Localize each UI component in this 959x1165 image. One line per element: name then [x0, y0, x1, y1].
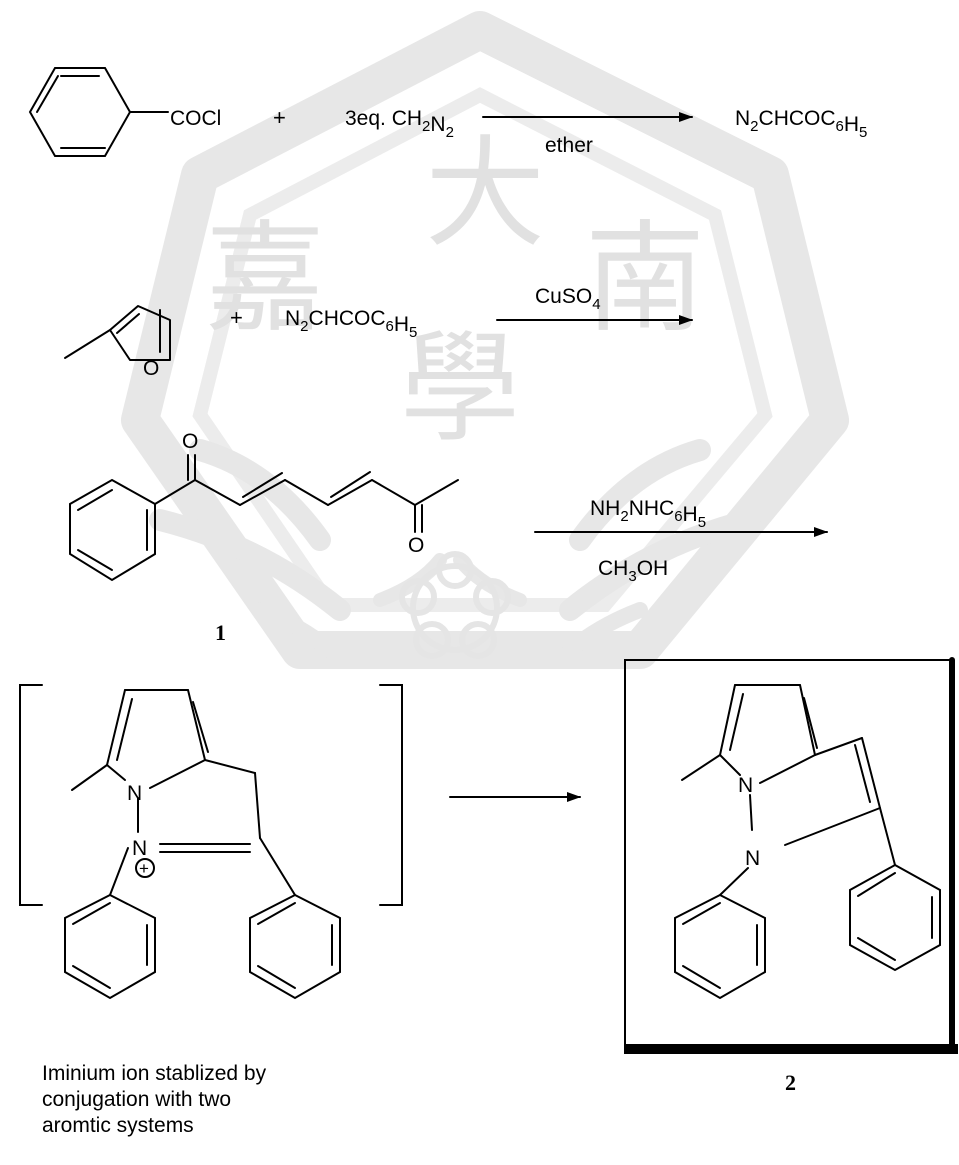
caption-line-1: Iminium ion stablized by [42, 1062, 267, 1085]
reaction2-diazoketone-label: N2CHCOC6H5 [285, 307, 417, 341]
watermark-inner-hexagon [192, 87, 773, 612]
reaction3-condition-top: NH2NHC6H5 [590, 497, 706, 531]
intermediate-n2: N [132, 837, 147, 860]
watermark-char-4: 學 [400, 320, 520, 459]
reaction2-condition: CuSO4 [535, 285, 601, 313]
watermark-char-1: 大 [425, 125, 545, 264]
watermark-char-2: 嘉 [205, 210, 325, 349]
methyl-bond [64, 329, 111, 359]
reaction1-labels: COCl + 3eq. CH2N2 ether N2CHCOC6H5 [170, 105, 867, 157]
intermediate-n1: N [127, 782, 142, 805]
caption-line-3: aromtic systems [42, 1114, 194, 1137]
product-number: 2 [785, 1070, 796, 1095]
watermark-char-3: 南 [585, 210, 705, 349]
intermediate-structure [64, 689, 341, 1000]
furan-oxygen-label: O [143, 357, 159, 380]
intermediate-brackets [19, 684, 403, 906]
diazomethane-label: 3eq. CH2N2 [345, 107, 454, 141]
benzoyl-chloride-label: COCl [170, 107, 221, 130]
compound-1-oxygen-top: O [182, 430, 198, 453]
product-n2: N [745, 847, 760, 870]
compound-1-number: 1 [215, 620, 226, 645]
product-n1: N [738, 774, 753, 797]
reaction2-labels: O + N2CHCOC6H5 CuSO4 [143, 285, 601, 380]
product-2-structure [674, 684, 941, 1000]
caption-line-2: conjugation with two [42, 1088, 231, 1111]
diazoketone-label: N2CHCOC6H5 [735, 107, 867, 141]
intermediate-charge: + [139, 859, 149, 878]
benzoyl-chloride-ring [28, 67, 169, 157]
reaction1-plus: + [273, 105, 286, 130]
compound-1-oxygen-bottom: O [408, 534, 424, 557]
product-labels: N N 2 [738, 774, 796, 1095]
watermark: 大 嘉 南 學 [121, 11, 849, 669]
reaction3-condition-bottom: CH3OH [598, 557, 668, 585]
methylfuran [64, 305, 171, 361]
product-box [624, 657, 958, 1054]
intermediate-labels: N N + Iminium ion stablized by conjugati… [42, 782, 272, 1137]
reaction1-condition: ether [545, 134, 593, 157]
intermediate-caption: Iminium ion stablized by conjugation wit… [42, 1062, 272, 1137]
compound-1-structure [69, 454, 459, 582]
reaction3-labels: O O 1 NH2NHC6H5 CH3OH [182, 430, 706, 645]
reaction2-plus: + [230, 305, 243, 330]
watermark-flower [399, 551, 511, 659]
